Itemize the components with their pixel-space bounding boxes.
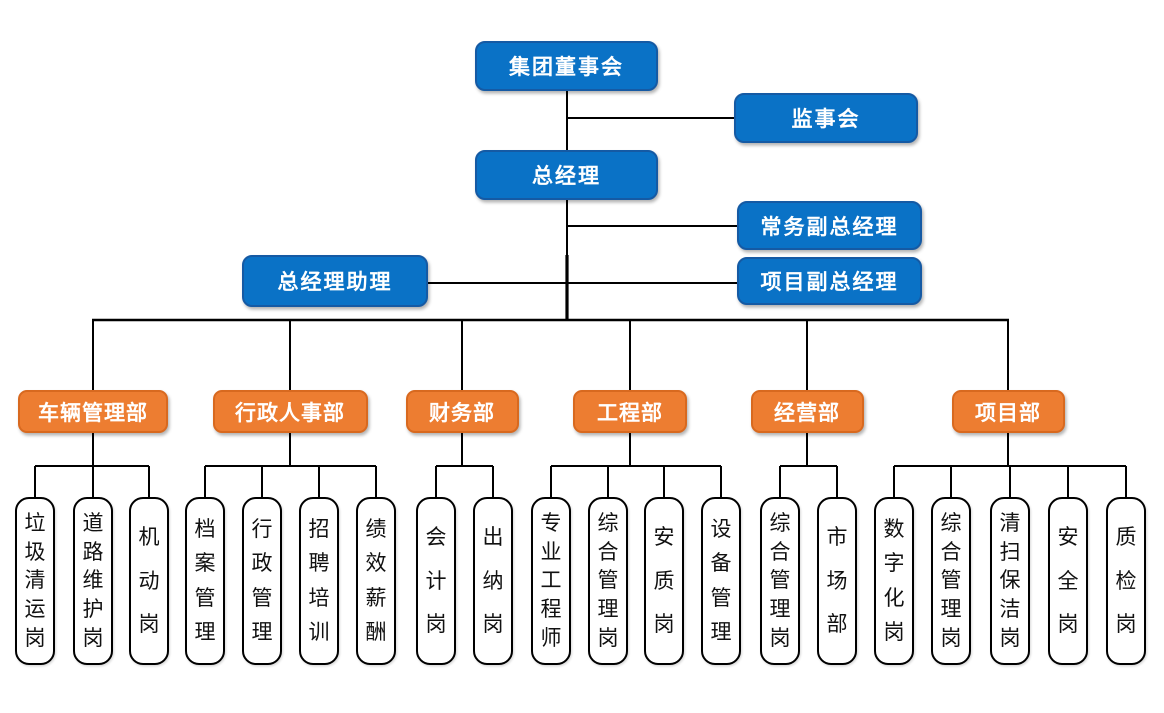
- post-engineering-1: 专业工程师: [531, 497, 571, 665]
- vehicle-management-box: 车辆管理部: [18, 390, 168, 433]
- supervisory-board-box: 监事会: [734, 93, 918, 143]
- post-operations-2: 市场部: [817, 497, 857, 665]
- post-admin-hr-2: 行政管理: [242, 497, 282, 665]
- group-board-box: 集团董事会: [475, 41, 658, 91]
- finance-box: 财务部: [405, 390, 519, 433]
- project-box: 项目部: [951, 390, 1065, 433]
- post-engineering-3: 安质岗: [644, 497, 684, 665]
- post-project-1: 数字化岗: [874, 497, 914, 665]
- post-finance-1: 会计岗: [416, 497, 456, 665]
- project-deputy-gm-box: 项目副总经理: [737, 257, 922, 305]
- post-project-5: 质检岗: [1106, 497, 1146, 665]
- engineering-box: 工程部: [573, 390, 687, 433]
- admin-hr-box: 行政人事部: [212, 390, 368, 433]
- post-finance-2: 出纳岗: [473, 497, 513, 665]
- post-operations-1: 综合管理岗: [760, 497, 800, 665]
- operations-box: 经营部: [750, 390, 864, 433]
- post-admin-hr-4: 绩效薪酬: [356, 497, 396, 665]
- post-project-3: 清扫保洁岗: [990, 497, 1030, 665]
- post-vehicle-management-3: 机动岗: [129, 497, 169, 665]
- post-vehicle-management-1: 垃圾清运岗: [15, 497, 55, 665]
- post-project-2: 综合管理岗: [931, 497, 971, 665]
- general-manager-box: 总经理: [475, 150, 658, 200]
- gm-assistant-box: 总经理助理: [242, 255, 428, 307]
- post-engineering-2: 综合管理岗: [588, 497, 628, 665]
- post-vehicle-management-2: 道路维护岗: [73, 497, 113, 665]
- post-admin-hr-3: 招聘培训: [299, 497, 339, 665]
- post-engineering-4: 设备管理: [701, 497, 741, 665]
- post-admin-hr-1: 档案管理: [185, 497, 225, 665]
- post-project-4: 安全岗: [1048, 497, 1088, 665]
- executive-deputy-gm-box: 常务副总经理: [737, 201, 922, 250]
